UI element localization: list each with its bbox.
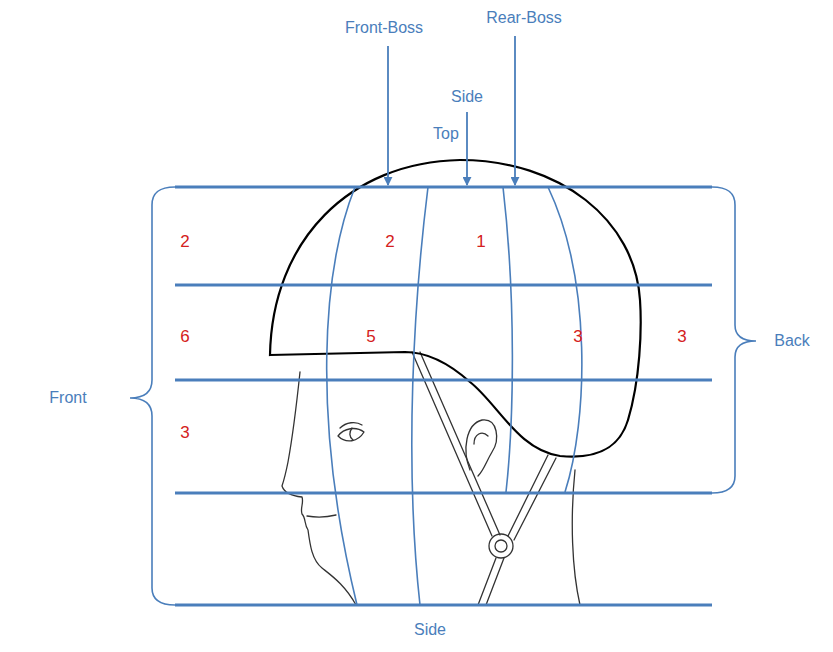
pointer-arrow [514, 36, 516, 185]
pointer-arrow [387, 46, 389, 185]
chin-strap-rear [514, 458, 556, 540]
region-number: 2 [180, 233, 189, 252]
back-bracket [712, 187, 756, 493]
part-label: Top [433, 125, 459, 143]
region-number: 3 [180, 424, 189, 443]
grid-lines [175, 187, 712, 605]
front-bracket [130, 187, 175, 605]
face-profile [282, 372, 356, 605]
strap-buckle [495, 540, 507, 552]
bracket-label: Back [774, 332, 810, 350]
pointer-arrows [388, 36, 515, 185]
strap-buckle [489, 534, 513, 558]
horizontal-line [175, 284, 712, 287]
eye [338, 429, 364, 441]
back-line [548, 187, 582, 492]
iris [350, 428, 353, 440]
region-number: 3 [677, 328, 686, 347]
region-number: 6 [180, 328, 189, 347]
region-number: 3 [573, 328, 582, 347]
helmet-outline [270, 160, 641, 457]
part-label: Front-Boss [345, 19, 423, 37]
side-line [412, 187, 428, 605]
bracket-label: Front [49, 389, 86, 407]
rear-boss-line [503, 187, 512, 492]
chin-strap-rear [508, 455, 548, 536]
chin-strap-lower [478, 558, 496, 605]
eyelid [340, 423, 362, 428]
part-label: Side [414, 621, 446, 639]
horizontal-line [175, 379, 712, 382]
pointer-arrow [466, 112, 468, 185]
ear-inner [474, 433, 488, 444]
horizontal-line [175, 604, 712, 607]
part-label: Rear-Boss [486, 9, 562, 27]
region-number: 1 [476, 233, 485, 252]
neck-back [572, 470, 580, 605]
region-number: 2 [385, 233, 394, 252]
vertical-curves [327, 187, 582, 605]
mouth-line [307, 515, 336, 517]
region-number: 5 [366, 328, 375, 347]
chin-strap-lower [486, 558, 504, 605]
part-label: Side [451, 88, 483, 106]
horizontal-line [175, 186, 712, 189]
front-boss-line [327, 187, 357, 605]
horizontal-line [175, 492, 712, 495]
